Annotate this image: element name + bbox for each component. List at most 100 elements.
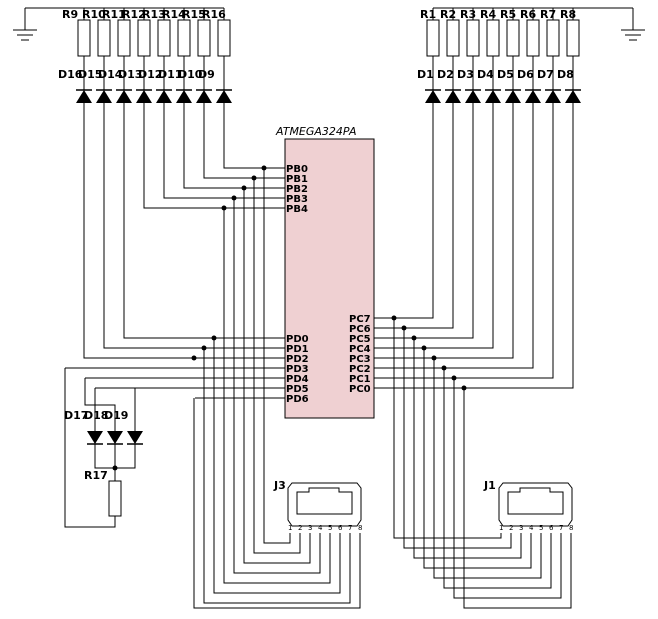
junction-dots <box>112 165 467 471</box>
wire-pd1 <box>103 103 285 349</box>
resistor-r3 <box>466 19 480 57</box>
wire-j3-pin7 <box>203 348 351 604</box>
connector-pin-2: 2 <box>298 524 302 532</box>
wire-j3-pin6 <box>213 338 341 594</box>
resistor-r9 <box>77 19 91 57</box>
diode-label-d17: D17 <box>64 409 88 422</box>
diode-d19 <box>127 431 143 445</box>
resistor-r1 <box>426 19 440 57</box>
resistor-label-r7: R7 <box>540 8 556 21</box>
pin-label-pc0: PC0 <box>349 384 371 395</box>
connector-pin-7: 7 <box>559 524 563 532</box>
diode-d2 <box>445 89 461 103</box>
pin-label-pc3: PC3 <box>349 354 371 365</box>
wire-j1-pin6 <box>443 368 552 589</box>
chip-pin-labels: PB0PB1PB2PB3PB4PD0PD1PD2PD3PD4PD5PD6PC7P… <box>286 164 371 405</box>
diode-label-d11: D11 <box>158 68 182 81</box>
resistor-r4 <box>486 19 500 57</box>
junction-dot <box>231 195 237 201</box>
junction-dot <box>201 345 207 351</box>
wire-pc7 <box>374 103 434 319</box>
junction-dot <box>221 205 227 211</box>
junction-dot <box>251 175 257 181</box>
junction-dot <box>241 185 247 191</box>
wire-pc1 <box>374 103 554 379</box>
junction-dot <box>211 335 217 341</box>
resistor-label-r5: R5 <box>500 8 516 21</box>
diode-label-d12: D12 <box>138 68 162 81</box>
connector-socket <box>507 487 564 515</box>
wire-pc5 <box>374 103 474 339</box>
resistor-r10 <box>97 19 111 57</box>
wiring <box>65 103 574 609</box>
pin-label-pb4: PB4 <box>286 204 308 215</box>
wire-j3-pin2 <box>253 178 301 554</box>
diode-d3 <box>465 89 481 103</box>
connector-pin-5: 5 <box>328 524 332 532</box>
connector-pin-7: 7 <box>348 524 352 532</box>
pin-label-pb1: PB1 <box>286 174 308 185</box>
wire-pc0 <box>374 103 574 389</box>
pin-label-pd4: PD4 <box>286 374 309 385</box>
resistor-r5 <box>506 19 520 57</box>
diode-label-d2: D2 <box>437 68 454 81</box>
diode-d10 <box>196 89 212 103</box>
resistor-r6 <box>526 19 540 57</box>
left-led-bank: R9D16R10D15R11D14R12D13R13D12R14D11R15D1… <box>58 8 232 103</box>
diode-label-d3: D3 <box>457 68 474 81</box>
wire-j1-pin8 <box>463 388 572 609</box>
diode-label-d6: D6 <box>517 68 534 81</box>
pin-label-pc6: PC6 <box>349 324 371 335</box>
wire-pc6 <box>374 103 454 329</box>
diode-label-d13: D13 <box>118 68 142 81</box>
connector-pin-6: 6 <box>338 524 343 532</box>
resistor-r11 <box>117 19 131 57</box>
resistor-label-r13: R13 <box>142 8 166 21</box>
resistor-r2 <box>446 19 460 57</box>
microcontroller: ATMEGA324PA PB0PB1PB2PB3PB4PD0PD1PD2PD3P… <box>275 125 375 419</box>
diode-d5 <box>505 89 521 103</box>
resistor-label-r11: R11 <box>102 8 126 21</box>
wire-j1-pin1 <box>393 318 502 539</box>
diode-d12 <box>156 89 172 103</box>
junction-dot <box>391 315 397 321</box>
pin-label-pb2: PB2 <box>286 184 308 195</box>
diode-label-d14: D14 <box>98 68 123 81</box>
pin-label-pd2: PD2 <box>286 354 309 365</box>
resistor-label-r9: R9 <box>62 8 78 21</box>
wire-j3-pin8 <box>193 398 361 609</box>
diode-d1 <box>425 89 441 103</box>
connector-pin-4: 4 <box>318 524 323 532</box>
diode-label-d1: D1 <box>417 68 434 81</box>
wire-pb1 <box>203 103 285 179</box>
pin-label-pb3: PB3 <box>286 194 308 205</box>
junction-dot <box>401 325 407 331</box>
diode-label-d8: D8 <box>557 68 574 81</box>
resistor-label-r1: R1 <box>420 8 436 21</box>
resistor-r12 <box>137 19 151 57</box>
resistor-r17 <box>108 480 122 517</box>
resistor-r15 <box>197 19 211 57</box>
diode-label-d4: D4 <box>477 68 494 81</box>
connector-pin-1: 1 <box>288 524 292 532</box>
connector-pin-5: 5 <box>539 524 543 532</box>
wire-j3-pin3 <box>243 188 311 564</box>
diode-d7 <box>545 89 561 103</box>
resistor-label-r2: R2 <box>440 8 456 21</box>
ground-symbol-left <box>13 8 37 41</box>
resistor-label-r12: R12 <box>122 8 146 21</box>
diode-d15 <box>96 89 112 103</box>
connector-pin-6: 6 <box>549 524 554 532</box>
wire-j1-pin3 <box>413 338 522 559</box>
chip-body <box>284 138 375 419</box>
connector-pin-8: 8 <box>569 524 573 532</box>
diode-label-d18: D18 <box>84 409 108 422</box>
junction-dot <box>421 345 427 351</box>
pin-label-pb0: PB0 <box>286 164 308 175</box>
wire-d18 <box>84 378 116 431</box>
diode-label-d15: D15 <box>78 68 102 81</box>
diode-d11 <box>176 89 192 103</box>
resistor-label-r4: R4 <box>480 8 496 21</box>
wire-pd2 <box>83 103 285 359</box>
